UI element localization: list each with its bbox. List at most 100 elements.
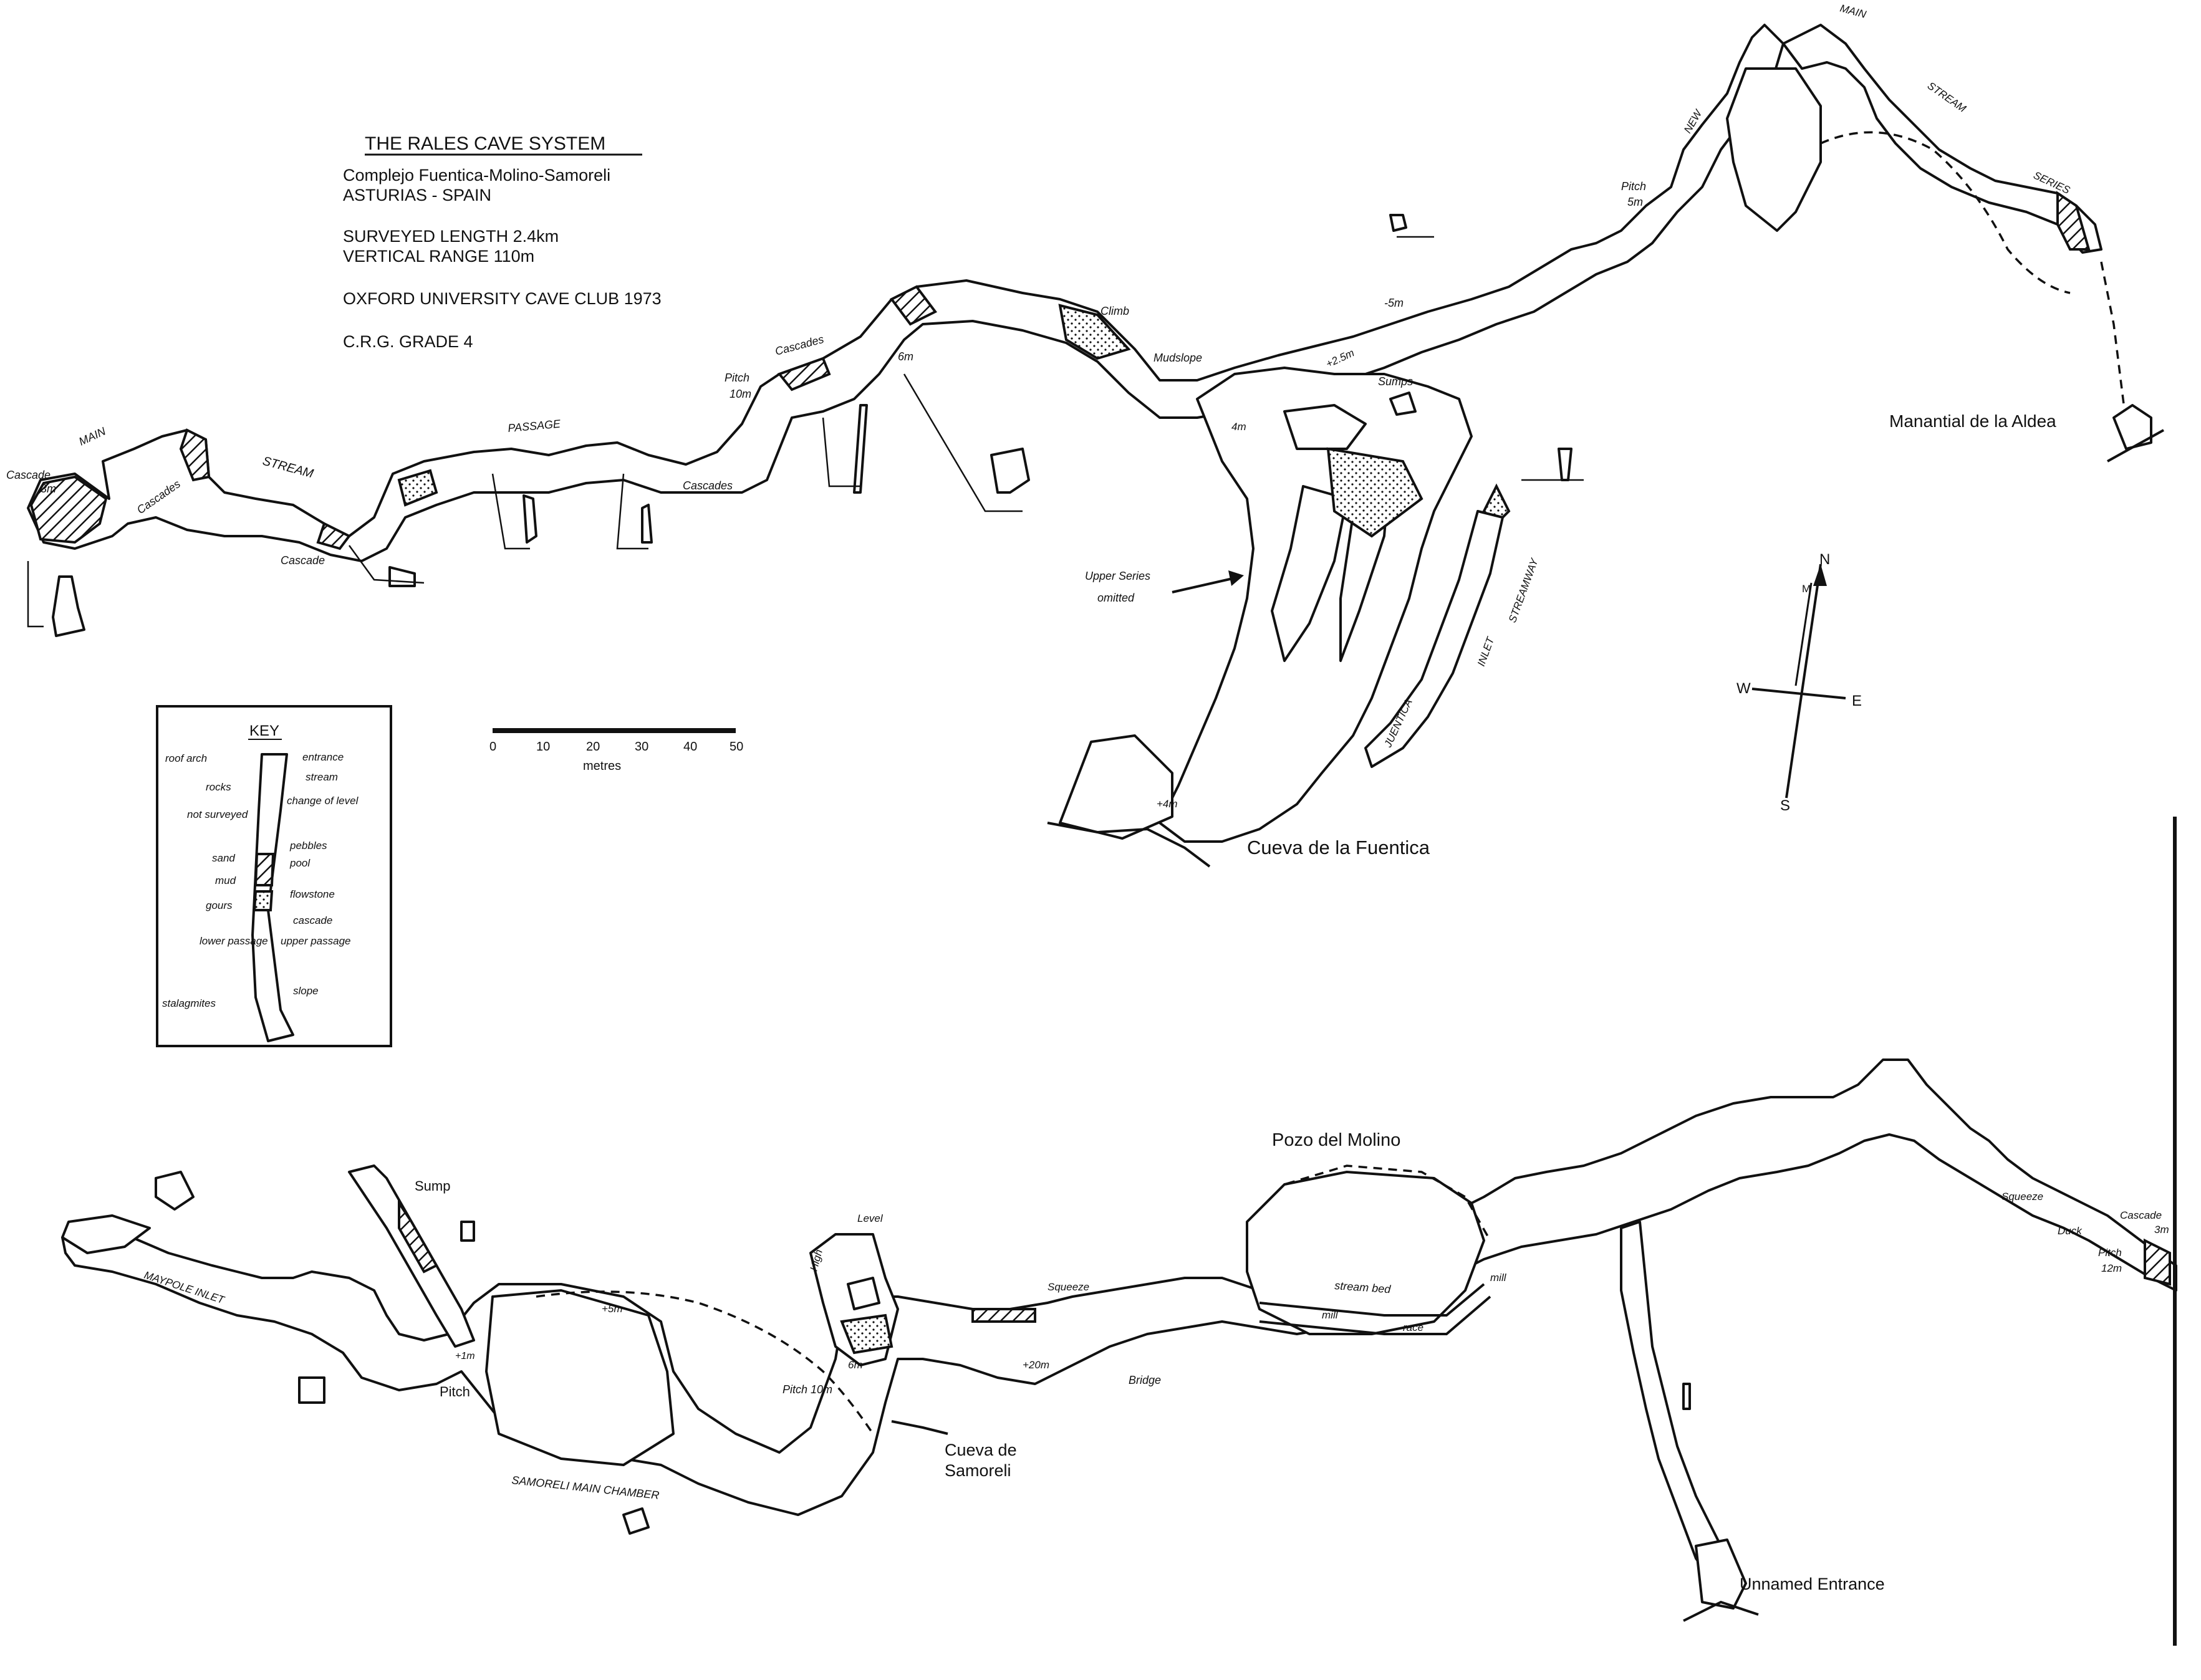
pitch-12m-hatch xyxy=(2144,1238,2171,1286)
scale-tick-20: 20 xyxy=(586,740,600,754)
samoreli-pillar xyxy=(847,1277,880,1310)
feat-level: Level xyxy=(857,1212,884,1224)
section-3 xyxy=(523,494,537,544)
section-lines xyxy=(27,236,1584,628)
lower-section-3 xyxy=(460,1221,475,1242)
feat-6m-lower: 6m xyxy=(848,1359,863,1371)
feat-sumps: Sumps xyxy=(1378,375,1413,388)
molino-shaft-outline xyxy=(1246,1164,1491,1272)
feat-pitch-lower: Pitch xyxy=(440,1384,470,1399)
sump-pool xyxy=(1389,391,1417,416)
sand-area-1 xyxy=(1058,304,1131,360)
scale-tick-0: 0 xyxy=(489,740,496,754)
key-not-surveyed: not surveyed xyxy=(187,809,248,820)
feat-pitch-10m: Pitch xyxy=(725,372,749,384)
survey-club: OXFORD UNIVERSITY CAVE CLUB 1973 xyxy=(343,289,662,308)
cascades-zone-4 xyxy=(889,285,938,326)
mill-race-channel-2 xyxy=(1259,1295,1491,1335)
lower-survey xyxy=(61,817,2177,1646)
key-mud: mud xyxy=(215,875,236,886)
region: ASTURIAS - SPAIN xyxy=(343,186,491,204)
feat-cascades-4: Cascades xyxy=(774,333,825,358)
scale-tick-40: 40 xyxy=(683,740,697,754)
lower-section-1 xyxy=(155,1171,195,1211)
key-sand: sand xyxy=(212,852,235,864)
key-cascade: cascade xyxy=(293,914,332,926)
unnamed-entrance-line xyxy=(1683,1600,1759,1622)
key-stalagmites: stalagmites xyxy=(162,997,216,1009)
key-flowstone: flowstone xyxy=(290,888,335,900)
upper-series-arrow xyxy=(1172,575,1241,593)
lower-section-5 xyxy=(1682,1383,1691,1410)
upper-series-1: Upper Series xyxy=(1085,570,1150,582)
feat-6m: 6m xyxy=(898,350,913,363)
key-pool: pool xyxy=(289,857,311,869)
key-title: KEY xyxy=(249,722,279,739)
fuentica-sand-floor xyxy=(1326,447,1423,538)
label-fuentica: Cueva de la Fuentica xyxy=(1247,837,1430,858)
key-entrance: entrance xyxy=(302,751,344,763)
label-aldea: Manantial de la Aldea xyxy=(1889,411,2056,431)
label-unnamed: Unnamed Entrance xyxy=(1740,1575,1885,1593)
unnamed-entrance-passage xyxy=(1620,1221,1735,1585)
feat-pitch-10m-lower: Pitch 10m xyxy=(783,1383,832,1396)
survey-grade: C.R.G. GRADE 4 xyxy=(343,332,473,351)
feat-plus-20m: +20m xyxy=(1023,1359,1049,1371)
samoreli-unsurveyed xyxy=(536,1290,874,1434)
label-samoreli-1: Cueva de xyxy=(945,1441,1017,1459)
passage-stream: STREAM xyxy=(261,454,315,481)
key-pebbles: pebbles xyxy=(289,840,327,852)
feat-pitch-12m-b: 12m xyxy=(2101,1262,2122,1274)
title-block: THE RALES CAVE SYSTEM Complejo Fuentica-… xyxy=(343,133,662,351)
scale-unit: metres xyxy=(583,759,621,773)
sand-area-2 xyxy=(397,469,438,507)
feat-plus-1m: +1m xyxy=(455,1351,475,1361)
vertical-range: VERTICAL RANGE 110m xyxy=(343,247,534,266)
key-dots-sample xyxy=(253,890,274,911)
key-rocks: rocks xyxy=(206,781,231,793)
feat-pitch-10m-b: 10m xyxy=(730,388,751,400)
key-roof-arch: roof arch xyxy=(165,752,207,764)
samoreli-entrance-line xyxy=(891,1420,948,1435)
map-title: THE RALES CAVE SYSTEM xyxy=(365,133,605,154)
key-upper-passage: upper passage xyxy=(281,935,350,947)
feat-cascade-end-3m: 3m xyxy=(2154,1224,2169,1236)
section-7 xyxy=(1558,448,1572,481)
key-gours: gours xyxy=(206,900,233,911)
section-4 xyxy=(641,504,653,544)
cascade-zone-2 xyxy=(316,522,352,550)
section-2 xyxy=(388,566,416,587)
cascades-zone-3 xyxy=(777,357,831,391)
passage-main: MAIN xyxy=(77,425,108,448)
unnamed-entrance-chamber xyxy=(1695,1538,1747,1610)
key-hatch-sample xyxy=(254,853,275,886)
section-6 xyxy=(990,448,1030,494)
passage-samoreli-chamber: SAMORELI MAIN CHAMBER xyxy=(511,1474,660,1502)
complex-name: Complejo Fuentica-Molino-Samoreli xyxy=(343,166,610,185)
series-cascade xyxy=(2056,191,2091,251)
feat-cascade-2: Cascade xyxy=(281,554,325,567)
feat-squeeze-1: Squeeze xyxy=(1048,1281,1089,1293)
key-stream: stream xyxy=(306,771,338,783)
feat-mudslope: Mudslope xyxy=(1153,352,1202,364)
feat-mill-2: mill xyxy=(1322,1309,1339,1321)
feat-pitch-12m: Pitch xyxy=(2098,1247,2122,1259)
feat-squeeze-2: Squeeze xyxy=(2001,1191,2043,1202)
key-slope: slope xyxy=(293,985,319,997)
juentica-inlet-streamway xyxy=(1364,510,1504,768)
section-8 xyxy=(1389,214,1407,232)
new-main-stream-series xyxy=(1782,24,2102,254)
feat-race: race xyxy=(1403,1322,1423,1333)
compass-west: W xyxy=(1736,680,1751,697)
new-series-chamber xyxy=(1726,67,1822,232)
section-1 xyxy=(52,575,85,637)
maypole-inlet-head xyxy=(61,1214,151,1254)
new-series-unsurveyed xyxy=(1820,131,2071,294)
feat-plus-4m: +4m xyxy=(1157,798,1178,810)
scale-tick-50: 50 xyxy=(730,740,743,754)
sump-hatch xyxy=(398,1199,438,1274)
feat-plus-5m: +5m xyxy=(602,1303,623,1315)
passage-streamway: STREAMWAY xyxy=(1506,556,1541,625)
samoreli-main-chamber xyxy=(485,1289,675,1466)
feat-cascade-end: Cascade xyxy=(2120,1209,2162,1221)
